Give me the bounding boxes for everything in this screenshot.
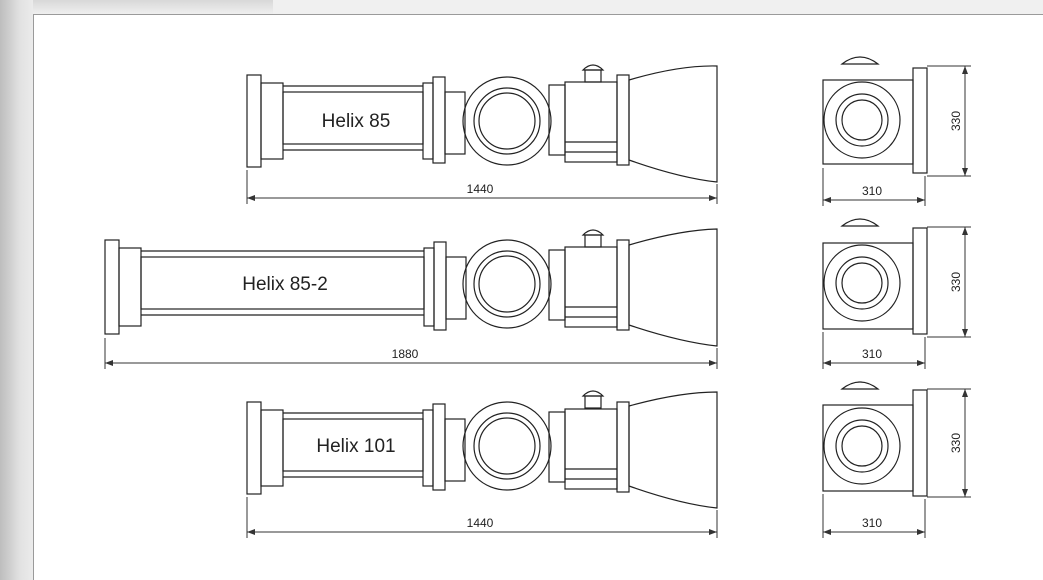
- dimension-width-2: [822, 332, 926, 369]
- pump-side-view-1: [246, 64, 718, 183]
- dimension-length-1: [246, 170, 718, 204]
- length-label-2: 1880: [392, 347, 419, 361]
- dimension-width-1: [822, 168, 926, 206]
- pump-end-view-1: [822, 56, 928, 174]
- pump-side-view-2: [104, 228, 718, 347]
- dimension-length-3: [246, 497, 718, 538]
- height-label-3: 330: [949, 433, 963, 453]
- dimension-height-3: [927, 388, 971, 498]
- pump-end-view-2: [822, 218, 928, 335]
- dimension-height-1: [927, 65, 971, 177]
- dimension-length-2: [104, 338, 718, 369]
- height-label-1: 330: [949, 111, 963, 131]
- drawing-sheet: [33, 14, 1043, 580]
- width-label-1: 310: [862, 184, 882, 198]
- height-label-2: 330: [949, 272, 963, 292]
- dimension-height-2: [927, 226, 971, 338]
- model-label-2: Helix 85-2: [242, 274, 328, 295]
- length-label-1: 1440: [467, 182, 494, 196]
- width-label-3: 310: [862, 516, 882, 530]
- model-label-1: Helix 85: [322, 111, 391, 132]
- header-strip: [33, 0, 273, 14]
- dimension-width-3: [822, 494, 926, 538]
- model-label-3: Helix 101: [316, 436, 395, 457]
- length-label-3: 1440: [467, 516, 494, 530]
- pump-side-view-3: [246, 390, 718, 509]
- pump-end-view-3: [822, 381, 928, 497]
- width-label-2: 310: [862, 347, 882, 361]
